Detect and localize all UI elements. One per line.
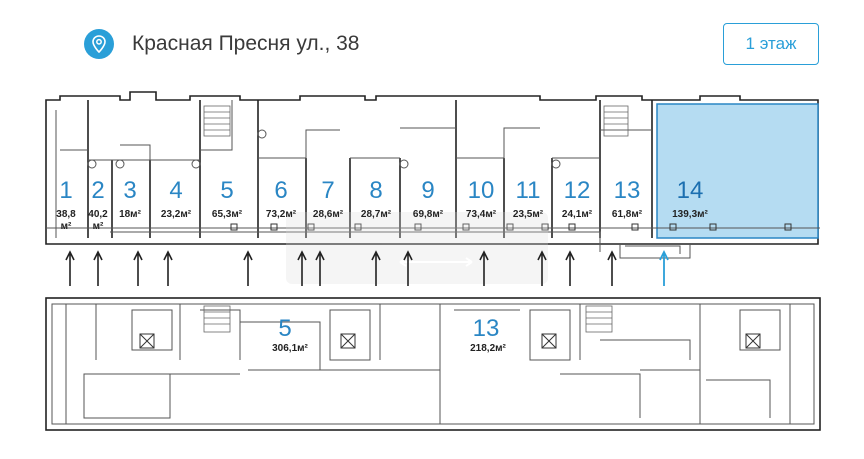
entrance-arrow-10	[479, 250, 489, 286]
unit-6-area: 73,2м²	[266, 209, 297, 220]
unit-11-number[interactable]: 11	[516, 177, 541, 204]
entrance-arrow-3	[133, 250, 143, 286]
unit-12-number[interactable]: 12	[564, 177, 591, 204]
entrance-arrow-4	[163, 250, 173, 286]
entrance-arrow-1	[65, 250, 75, 286]
unit-10-area: 73,4м²	[466, 209, 497, 220]
unit-9-number[interactable]: 9	[421, 177, 434, 204]
entrance-arrow-6	[297, 250, 307, 286]
entrance-arrow-12	[565, 250, 575, 286]
unit-labels: 138,8м²240,2м²318м²423,2м²565,3м²673,2м²…	[56, 177, 708, 232]
unit-2-area-unit: м²	[93, 221, 104, 232]
map-pin-icon	[84, 29, 114, 59]
unit-3-area: 18м²	[119, 209, 142, 220]
entrance-arrow-8	[371, 250, 381, 286]
unit-4-area: 23,2м²	[161, 209, 192, 220]
unit-7-area: 28,6м²	[313, 209, 344, 220]
address-text: Красная Пресня ул., 38	[132, 32, 360, 55]
unit-1-number[interactable]: 1	[59, 177, 72, 204]
unit-13-number[interactable]: 13	[614, 177, 641, 204]
entrance-arrow-5	[243, 250, 253, 286]
unit-9-area: 69,8м²	[413, 209, 444, 220]
unit-2-number[interactable]: 2	[91, 177, 104, 204]
basement-unit-5-area: 306,1м²	[272, 343, 308, 354]
floor1-plan	[45, 91, 820, 259]
entrance-arrow-2	[93, 250, 103, 286]
basement-plan: 5 306,1м² 13 218,2м²	[45, 297, 821, 431]
unit-4-number[interactable]: 4	[169, 177, 182, 204]
unit-14-number[interactable]: 14	[677, 177, 704, 204]
unit-8-area: 28,7м²	[361, 209, 392, 220]
unit-6-number[interactable]: 6	[274, 177, 287, 204]
basement-unit-13-area: 218,2м²	[470, 343, 506, 354]
unit-10-number[interactable]: 10	[468, 177, 495, 204]
watermark-logo	[286, 212, 548, 284]
basement-unit-13-number[interactable]: 13	[473, 315, 500, 342]
unit-7-number[interactable]: 7	[321, 177, 334, 204]
unit-1-area: 38,8	[56, 209, 76, 220]
entrance-arrows	[65, 249, 669, 286]
entrance-arrow-selected	[659, 249, 669, 286]
unit-8-number[interactable]: 8	[369, 177, 382, 204]
unit-13-area: 61,8м²	[612, 209, 643, 220]
entrance-arrow-13	[607, 250, 617, 286]
unit-2-area: 40,2	[88, 209, 108, 220]
unit-11-area: 23,5м²	[513, 209, 544, 220]
unit-3-number[interactable]: 3	[123, 177, 136, 204]
unit-1-area-unit: м²	[61, 221, 72, 232]
entrance-arrow-7	[315, 250, 325, 286]
unit-5-area: 65,3м²	[212, 209, 243, 220]
unit-14-area: 139,3м²	[672, 209, 708, 220]
unit-5-number[interactable]: 5	[220, 177, 233, 204]
entrance-arrow-11	[537, 250, 547, 286]
basement-unit-5-number[interactable]: 5	[278, 315, 291, 342]
unit-12-area: 24,1м²	[562, 209, 593, 220]
entrance-arrow-9	[403, 250, 413, 286]
floor-select-button[interactable]: 1 этаж	[723, 23, 819, 65]
unit-14-area[interactable]	[656, 103, 819, 239]
address-bar: Красная Пресня ул., 38	[84, 28, 359, 60]
